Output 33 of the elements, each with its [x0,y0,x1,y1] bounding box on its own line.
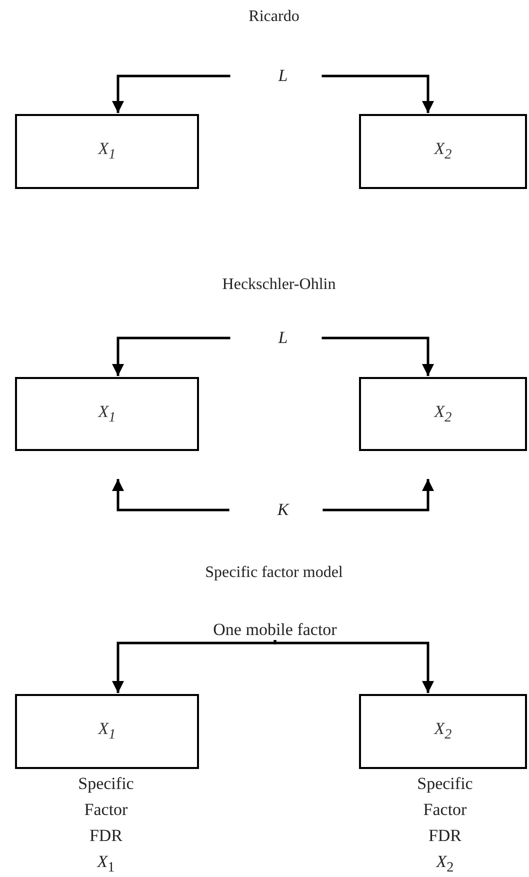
arrow [274,640,434,693]
variable-label: X$_{2}$ [434,139,452,164]
node-caption: X$_{2}$ [434,851,455,877]
process-box [359,694,527,769]
node-caption: X$_{1}$ [96,851,116,877]
node-caption: FDR [427,825,463,847]
node-caption: FDR [88,825,124,847]
section-heading: Specific factor model [205,564,343,582]
process-box [359,377,527,451]
section-heading: Ricardo [248,8,300,26]
process-box [15,377,199,451]
variable-label: X$_{1}$ [98,402,116,426]
arrow [112,479,230,512]
arrow [322,479,434,512]
variable-label: X$_{1}$ [98,139,116,164]
variable-label: X$_{2}$ [434,402,452,426]
variable-label: X$_{2}$ [434,719,452,744]
process-box [15,694,199,769]
arrow [322,336,434,376]
section-heading: Heckschler-Ohlin [222,276,336,294]
arrow [112,336,230,376]
factor-text: One mobile factor [213,620,337,640]
arrow [112,640,276,693]
variable-label: X$_{1}$ [98,719,116,744]
factor-label: K [277,500,289,520]
factor-label: L [278,66,288,86]
process-box [15,114,199,189]
arrow [112,74,230,113]
node-caption: Specific Factor [416,773,474,821]
factor-label: L [278,328,288,348]
node-caption: Specific Factor [77,773,135,821]
process-box [359,114,527,189]
arrow [322,74,434,113]
